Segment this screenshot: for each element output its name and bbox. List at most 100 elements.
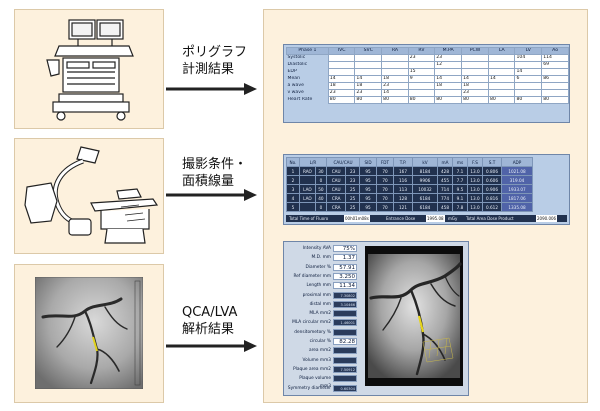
polygraph-value-cell: 18 <box>327 82 356 90</box>
conditions-value-cell: 121 <box>393 202 413 212</box>
polygraph-row-label: Systolic <box>286 54 329 62</box>
qca-parameter-value: 57.91 <box>333 263 357 271</box>
entrance-dose-value: 1995.08 <box>426 215 445 222</box>
polygraph-value-cell: 80 <box>354 96 383 104</box>
conditions-header-cell: F.S <box>467 157 483 167</box>
conditions-value-cell: 458 <box>437 202 453 212</box>
polygraph-value-cell: 18 <box>354 82 383 90</box>
qca-parameter-label: distal mm <box>309 301 331 307</box>
area-dose-value: 2090.006 <box>536 215 558 222</box>
qca-parameter-label: Length mm <box>306 283 331 289</box>
polygraph-value-cell: 14 <box>327 75 356 83</box>
polygraph-value-cell: 14 <box>514 68 543 76</box>
qca-parameter-label: Plaque area mm2 <box>293 366 331 372</box>
polygraph-value-cell <box>434 68 463 76</box>
polygraph-value-cell: 86 <box>541 75 569 83</box>
conditions-value-cell: 6184 <box>412 193 438 203</box>
entrance-dose-label: Entrance Dose <box>386 216 416 221</box>
qca-parameter-value <box>333 375 357 383</box>
conditions-value-cell: 70 <box>376 166 394 176</box>
polygraph-value-cell: 18 <box>434 82 463 90</box>
conditions-value-cell: 8184 <box>412 166 438 176</box>
conditions-value-cell <box>299 202 316 212</box>
polygraph-value-cell: 15 <box>407 68 436 76</box>
polygraph-header-cell: LA <box>487 47 516 55</box>
polygraph-value-cell <box>514 89 543 97</box>
polygraph-header-cell: IVC <box>327 47 356 55</box>
imaging-label: 撮影条件・ 面積線量 <box>182 156 247 190</box>
polygraph-value-cell <box>354 61 383 69</box>
conditions-value-cell: 0 <box>314 175 328 185</box>
conditions-value-cell: 7.8 <box>452 202 468 212</box>
polygraph-value-cell <box>541 82 569 90</box>
conditions-value-cell: 1 <box>286 166 300 176</box>
qca-parameter-value <box>333 347 357 355</box>
conditions-header-cell: FDT <box>376 157 394 167</box>
polygraph-value-cell <box>487 54 516 62</box>
qca-angiogram-image <box>365 246 463 386</box>
polygraph-label: ポリグラフ 計測結果 <box>182 44 247 78</box>
conditions-value-cell: 70 <box>376 184 394 194</box>
conditions-value-cell: 0.606 <box>482 175 502 185</box>
polygraph-value-cell <box>381 61 409 69</box>
conditions-value-cell: 70 <box>376 202 394 212</box>
conditions-value-cell: 30 <box>314 166 328 176</box>
polygraph-value-cell: 80 <box>461 96 489 104</box>
qca-parameter-value: 11.34 <box>333 282 357 290</box>
polygraph-value-cell: 80 <box>541 96 569 104</box>
qca-parameter-value: 1.37 <box>333 254 357 262</box>
conditions-value-cell: 5 <box>286 202 300 212</box>
polygraph-header-cell: RV <box>407 47 436 55</box>
conditions-value-cell: 7.7 <box>452 175 468 185</box>
polygraph-header-cell: Phase 1 <box>286 47 329 55</box>
qca-parameter-row: Plaque volume mm3 <box>287 375 360 389</box>
conditions-value-cell: 1335.08 <box>501 202 533 212</box>
polygraph-value-cell <box>514 61 543 69</box>
conditions-header-cell: mA <box>437 157 453 167</box>
polygraph-value-cell: 80 <box>407 96 436 104</box>
qca-label-line1: QCA/LVA <box>182 305 238 320</box>
polygraph-header-cell: M.PA <box>434 47 463 55</box>
qca-parameter-value: 82.28 <box>333 338 357 345</box>
polygraph-value-cell <box>461 54 489 62</box>
conditions-header-cell: ADP <box>501 157 533 167</box>
entrance-dose-unit: mGy <box>448 216 458 221</box>
polygraph-row-label: a wave <box>286 82 329 90</box>
qca-parameter-row: Volume mm3 <box>287 356 360 365</box>
conditions-value-cell: 23 <box>345 175 360 185</box>
qca-parameter-value: 3.250 <box>333 272 357 280</box>
qca-parameter-label: Diameter % <box>305 264 331 270</box>
conditions-value-cell: 13.0 <box>467 184 483 194</box>
conditions-header-cell: kV <box>412 157 438 167</box>
conditions-value-cell: 13.0 <box>467 193 483 203</box>
qca-parameter-value: 1.46001 <box>333 319 357 327</box>
polygraph-header-cell: Ao <box>541 47 569 55</box>
polygraph-header-cell: RA <box>381 47 409 55</box>
polygraph-value-cell: 23 <box>327 89 356 97</box>
arrow-polygraph <box>166 83 257 95</box>
polygraph-value-cell <box>461 61 489 69</box>
polygraph-value-cell <box>487 82 516 90</box>
conditions-value-cell: 4 <box>286 193 300 203</box>
arrow-imaging <box>166 189 257 201</box>
polygraph-value-cell: 104 <box>514 54 543 62</box>
conditions-value-cell: 774 <box>437 193 453 203</box>
fluoro-time-value: 00h01m08s <box>344 215 370 222</box>
polygraph-value-cell <box>434 89 463 97</box>
conditions-header-cell: S.T <box>482 157 502 167</box>
arrow-qca <box>166 340 257 352</box>
polygraph-row-label: Diastolic <box>286 61 329 69</box>
qca-parameter-label: circular % <box>309 339 331 344</box>
polygraph-value-cell: 12 <box>434 61 463 69</box>
